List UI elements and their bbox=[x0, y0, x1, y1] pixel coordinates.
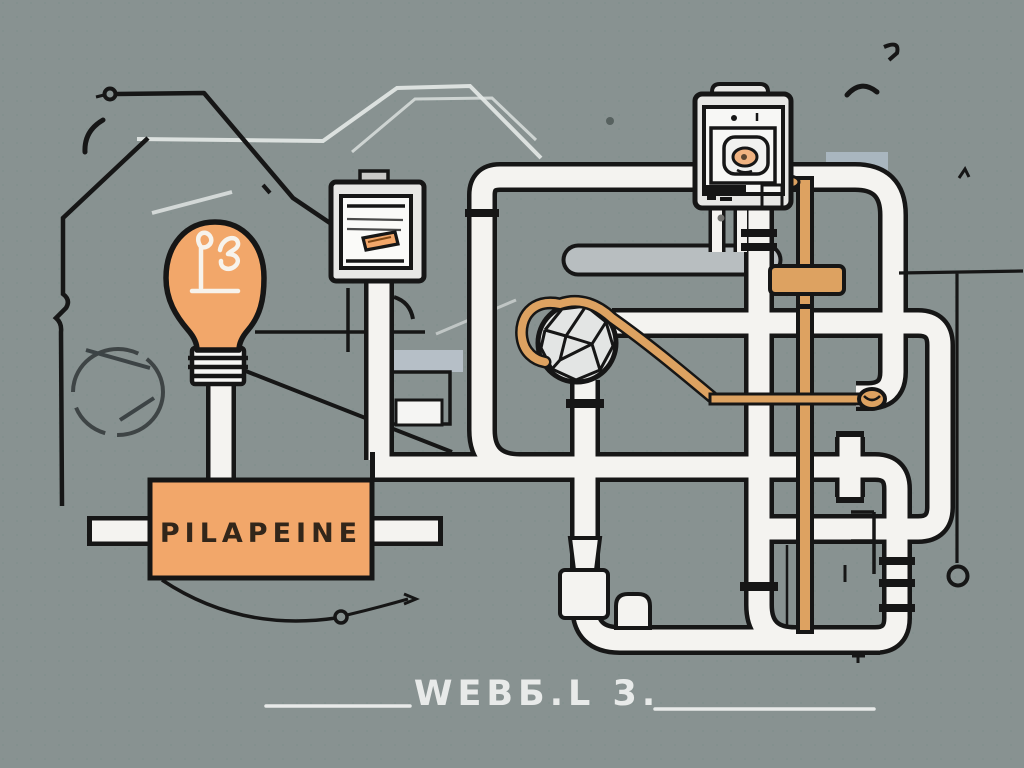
device-frame bbox=[709, 126, 777, 185]
flange-toppipe bbox=[465, 209, 499, 217]
flange-centerv-3 bbox=[740, 582, 778, 591]
pipeline-label: PILAPEINE bbox=[160, 518, 362, 549]
bulb-filament-doodle bbox=[189, 230, 241, 294]
block-fitting bbox=[558, 568, 610, 620]
camera-device bbox=[692, 82, 794, 222]
flange-right-3 bbox=[879, 604, 915, 612]
hanging-cord bbox=[898, 269, 1024, 563]
hexagon-black-left-edge bbox=[52, 136, 150, 507]
flange-centerv-1 bbox=[741, 229, 777, 237]
meter-screen bbox=[339, 194, 413, 270]
mini-assembly-bar bbox=[394, 398, 444, 427]
wire-small-dash bbox=[261, 183, 272, 195]
circuit-wire bbox=[115, 90, 332, 225]
meter-curl-line bbox=[393, 295, 415, 320]
gray-dot bbox=[606, 117, 614, 125]
sketch-arc-topleft bbox=[82, 117, 106, 155]
under-box-curve bbox=[161, 578, 337, 623]
hexagon-bottom-diagonal bbox=[237, 366, 453, 454]
pipe-fittings bbox=[87, 209, 915, 630]
device-eye-pupil bbox=[741, 154, 747, 160]
meter-lines-light bbox=[346, 217, 404, 232]
flange-centerv-2 bbox=[741, 243, 777, 251]
caption-text: WEBБ.L 3. bbox=[414, 674, 660, 714]
meter-button-detail bbox=[367, 236, 392, 243]
sketch-circle bbox=[71, 347, 165, 437]
hexagon-white-inner bbox=[351, 96, 538, 154]
coupler-cap-bottom bbox=[836, 497, 864, 503]
orange-rod bbox=[708, 392, 882, 406]
flange-sphere-stand bbox=[566, 399, 604, 408]
mini-assembly-top bbox=[388, 350, 463, 372]
sketch-circle-strokes bbox=[85, 348, 156, 422]
orange-strap-and-rod bbox=[515, 294, 887, 411]
sketch-layer bbox=[52, 83, 888, 628]
device-leg-dot bbox=[717, 214, 725, 222]
cap-boxpipe-right bbox=[438, 516, 443, 546]
bulb-glass bbox=[163, 219, 267, 353]
cap-boxpipe-left bbox=[87, 516, 92, 546]
coupler-cap-top bbox=[836, 431, 864, 437]
flange-right-1 bbox=[879, 557, 915, 565]
device-slot-small-1 bbox=[707, 196, 716, 200]
sphere-facets bbox=[539, 304, 615, 382]
device-dot bbox=[731, 115, 737, 121]
device-slot-small-2 bbox=[720, 197, 732, 201]
device-smile-line bbox=[736, 168, 753, 174]
bulb-base-stripes bbox=[188, 355, 248, 379]
neck-fitting bbox=[567, 536, 603, 572]
label-box: PILAPEINE bbox=[147, 477, 375, 581]
arc-mark-icon bbox=[844, 83, 880, 98]
cord-loop-icon bbox=[946, 564, 970, 588]
curve-arrow-icon bbox=[346, 592, 420, 617]
strap-fill bbox=[517, 297, 716, 401]
bracket-icon bbox=[851, 510, 876, 574]
orange-bracket bbox=[768, 264, 846, 296]
meter-box bbox=[328, 169, 427, 320]
flange-right-2 bbox=[879, 579, 915, 587]
caption-group: WEBБ.L 3. bbox=[264, 674, 876, 714]
device-slot-bar bbox=[706, 185, 746, 193]
white-dash-left bbox=[151, 190, 233, 215]
lightbulb-icon bbox=[163, 219, 267, 387]
mini-assembly-lines bbox=[255, 288, 425, 352]
small-t-mark bbox=[852, 652, 865, 663]
caret-mark-icon bbox=[957, 166, 971, 179]
curve-ring-icon bbox=[333, 609, 349, 625]
hook-mark-icon bbox=[883, 42, 900, 62]
cap-h1-left bbox=[370, 452, 375, 482]
knot-detail bbox=[863, 395, 881, 402]
boot-fitting bbox=[614, 592, 652, 630]
right-details bbox=[606, 42, 1024, 663]
hexagon-white-outer bbox=[136, 83, 543, 160]
device-side-box bbox=[760, 183, 784, 210]
wire-node-icon bbox=[102, 86, 118, 102]
label-box-plate bbox=[147, 477, 375, 581]
meter-lines-dark bbox=[346, 204, 405, 263]
orange-pipe-joint bbox=[796, 304, 814, 309]
